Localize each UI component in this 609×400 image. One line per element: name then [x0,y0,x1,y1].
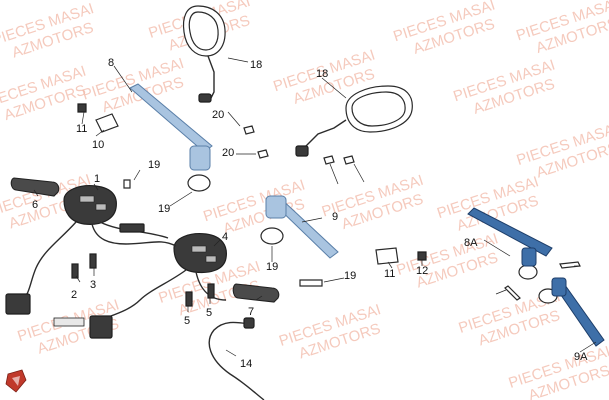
brand-logo [5,369,27,393]
callout-11b: 12 [416,265,428,277]
callout-19b: 20 [222,147,234,159]
part-18-bolt-b[interactable] [299,279,323,287]
callout-8: 8 [108,57,114,69]
callout-labels: 8 18 18 11 10 1 6 19 19 20 20 9 4 19 19 … [32,57,588,370]
part-10-weight[interactable] [95,113,119,133]
callout-15: 18 [250,59,262,71]
part-9A-clip-on[interactable] [538,277,605,347]
screw-set [71,103,427,307]
callout-3: 3 [90,279,96,291]
callout-19a: 20 [212,109,224,121]
part-14-mirror[interactable] [295,85,413,157]
part-5-screw[interactable] [185,291,193,307]
part-2-screw[interactable] [71,263,79,279]
callout-12: 14 [240,358,252,370]
part-8-clip-on[interactable] [129,83,213,192]
leader-lines [33,57,597,357]
callout-11a: 11 [76,123,87,135]
part-5-screw-b[interactable] [207,283,215,299]
callout-18a: 19 [148,159,160,171]
part-7-right-grip[interactable] [232,283,280,303]
part-11-bolt-b[interactable] [417,251,427,261]
callout-9A: 9A [574,351,588,363]
callout-16: 19 [158,203,170,215]
callout-8A: 8A [464,237,478,249]
callout-6: 6 [32,199,38,211]
part-19-screw-c[interactable] [323,155,335,165]
part-9-clip-on[interactable] [260,195,339,259]
callout-2: 2 [71,289,77,301]
callout-18b: 19 [344,270,356,282]
callout-10a: 10 [92,139,104,151]
wiring-harness [5,221,227,339]
callout-5b: 5 [206,307,212,319]
callout-17: 19 [266,261,278,273]
part-4-right-switch[interactable] [173,233,227,274]
part-15-mirror[interactable] [182,5,226,103]
callout-5a: 5 [184,315,190,327]
callout-10b: 11 [384,268,395,280]
callout-1: 1 [94,173,100,185]
part-19-screw-d[interactable] [343,155,355,165]
part-3-screw[interactable] [89,253,97,269]
part-1-left-switch[interactable] [63,185,117,225]
part-12-throttle-cable[interactable] [208,317,265,400]
part-10-weight-b[interactable] [375,247,399,265]
part-18-bolt[interactable] [123,179,131,189]
part-19-screw[interactable] [243,125,255,135]
part-19-screw-b[interactable] [257,149,269,159]
part-6-left-grip[interactable] [10,177,60,197]
part-11-bolt[interactable] [77,103,87,113]
callout-14: 18 [316,68,328,80]
callout-4: 4 [222,231,228,243]
callout-9: 9 [332,211,338,223]
callout-7: 7 [248,306,254,318]
part-8A-clip-on[interactable] [467,207,553,280]
